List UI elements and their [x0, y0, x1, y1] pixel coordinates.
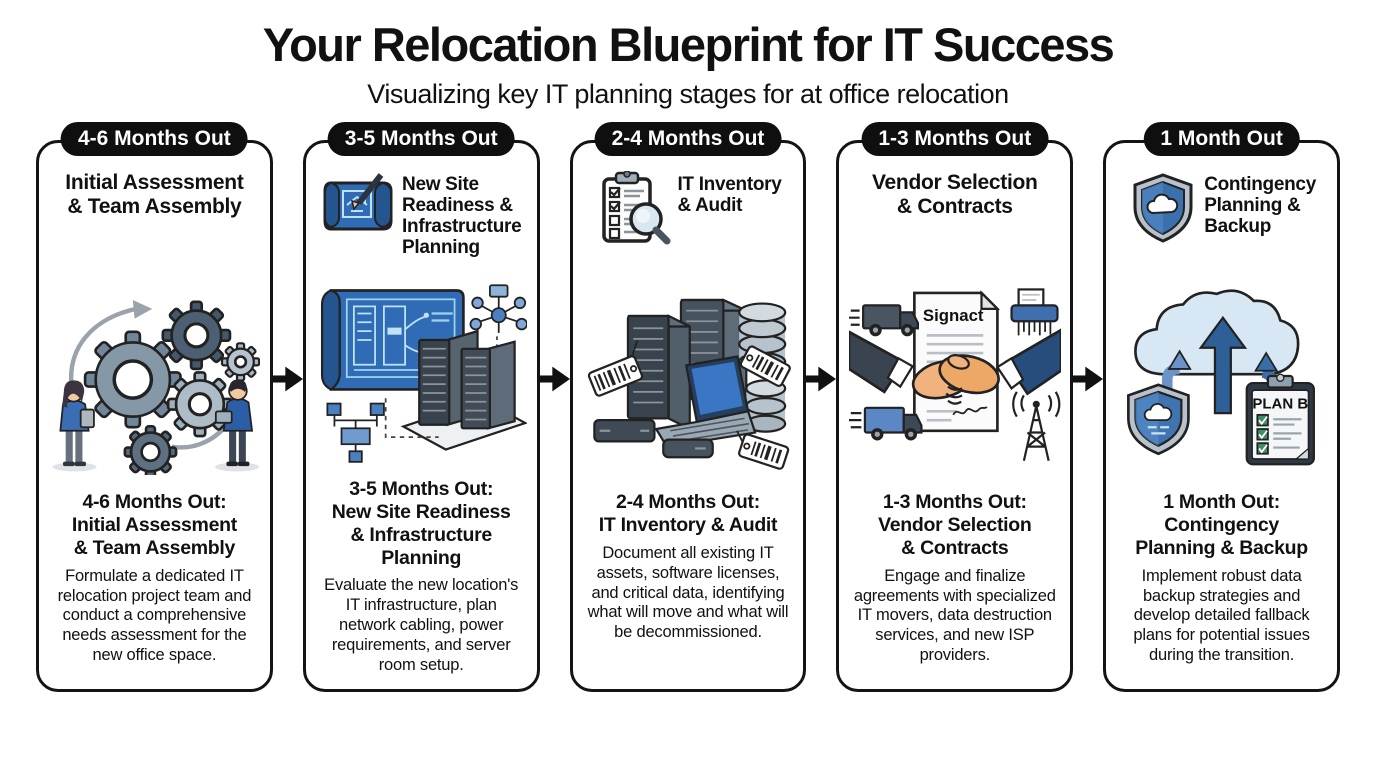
blueprint-servers-illustration: [314, 269, 529, 470]
page-title: Your Relocation Blueprint for IT Success: [262, 18, 1115, 71]
right-arrow-icon: [806, 366, 837, 392]
timeframe-badge: 3-5 Months Out: [327, 122, 515, 157]
timeframe-badge: 1 Month Out: [1143, 122, 1300, 157]
stage-heading-area: Initial Assessment & Team Assembly: [47, 169, 262, 269]
shredder: [1010, 288, 1059, 336]
stage-heading: Initial Assessment & Team Assembly: [65, 171, 244, 219]
server-racks: [418, 329, 516, 430]
stage-description: Implement robust data backup strategies …: [1133, 566, 1310, 664]
blueprint-pen-icon: [323, 173, 393, 231]
inventory-audit-illustration: [581, 269, 796, 483]
radio-tower: [1011, 391, 1061, 462]
stage-summary: 1 Month Out: Contingency Planning & Back…: [1135, 491, 1308, 559]
stage-heading: IT Inventory & Audit: [677, 174, 782, 217]
timeframe-badge: 2-4 Months Out: [594, 122, 782, 157]
stages-row: 4-6 Months Out Initial Assessment & Team…: [36, 122, 1340, 693]
shield-cloud-icon: [1133, 173, 1193, 243]
handshake: [848, 328, 1061, 406]
truck-dark: [848, 304, 919, 337]
right-arrow-icon: [539, 366, 570, 392]
laptop: [654, 355, 757, 449]
handshake-contract-illustration: Signact: [847, 269, 1062, 483]
plan-b-clipboard: PLAN B: [1245, 373, 1315, 466]
server-tower-1: [626, 314, 691, 432]
gears-team-illustration: [47, 269, 262, 483]
timeframe-badge: 4-6 Months Out: [60, 122, 248, 157]
clipboard-magnifier-icon: [602, 171, 671, 245]
stage-summary: 4-6 Months Out: Initial Assessment & Tea…: [71, 491, 237, 559]
asset-tag-3: [736, 430, 790, 471]
stage-heading-area: Contingency Planning & Backup: [1114, 169, 1329, 269]
stage-connector: [1073, 140, 1104, 692]
flowchart: [326, 402, 385, 463]
stage-heading-area: Vendor Selection & Contracts: [847, 169, 1062, 269]
stage-summary: 3-5 Months Out: New Site Readiness & Inf…: [331, 478, 511, 569]
stage-summary: 2-4 Months Out: IT Inventory & Audit: [598, 491, 778, 537]
page-subtitle: Visualizing key IT planning stages for a…: [367, 79, 1009, 110]
stage-summary: 1-3 Months Out: Vendor Selection & Contr…: [878, 491, 1032, 559]
stage-description: Document all existing IT assets, softwar…: [587, 543, 789, 642]
stage-heading-area: IT Inventory & Audit: [581, 169, 796, 269]
up-arrow-center: [1198, 316, 1247, 415]
truck-blue: [848, 407, 923, 441]
stage-card-contingency: 1 Month Out Contingency Planning & Backu…: [1103, 122, 1340, 693]
stage-description: Evaluate the new location's IT infrastru…: [324, 576, 519, 674]
asset-tag-1: [587, 340, 644, 398]
right-arrow-icon: [272, 366, 303, 392]
up-arrow-left: [1161, 349, 1192, 412]
backup-shield: [1126, 383, 1190, 456]
stage-card-site-readiness: 3-5 Months Out New Site Readiness & Infr…: [302, 122, 540, 693]
stage-heading: New Site Readiness & Infrastructure Plan…: [402, 174, 522, 259]
cloud-backup-illustration: PLAN B: [1114, 269, 1329, 483]
stage-heading-area: New Site Readiness & Infrastructure Plan…: [314, 169, 529, 269]
asset-tag-2: [739, 345, 791, 388]
person-man: [215, 379, 260, 472]
network-topology: [469, 284, 528, 333]
stage-connector: [539, 140, 570, 692]
stage-connector: [272, 140, 303, 692]
stage-heading: Vendor Selection & Contracts: [871, 171, 1038, 219]
stage-card-vendor-selection: 1-3 Months Out Vendor Selection & Contra…: [836, 122, 1074, 693]
header: Your Relocation Blueprint for IT Success…: [0, 0, 1376, 110]
stage-heading: Contingency Planning & Backup: [1204, 174, 1316, 238]
stage-card-it-inventory: 2-4 Months Out: [569, 122, 807, 693]
stage-description: Engage and finalize agreements with spec…: [853, 566, 1056, 664]
stage-connector: [806, 140, 837, 692]
right-arrow-icon: [1073, 366, 1104, 392]
svg-text:PLAN B: PLAN B: [1252, 396, 1308, 413]
timeframe-badge: 1-3 Months Out: [861, 122, 1049, 157]
person-woman: [52, 380, 97, 472]
svg-text:Signact: Signact: [923, 307, 984, 326]
stage-description: Formulate a dedicated IT relocation proj…: [57, 566, 252, 664]
stage-card-initial-assessment: 4-6 Months Out Initial Assessment & Team…: [36, 122, 273, 693]
